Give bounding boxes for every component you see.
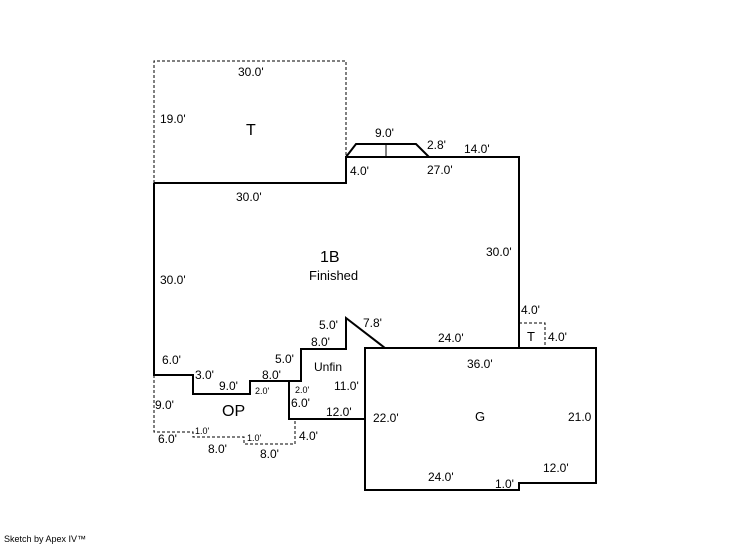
dim: 6.0' <box>162 353 181 367</box>
dim: 6.0' <box>291 396 310 410</box>
footer-credit: Sketch by Apex IV™ <box>4 534 87 544</box>
dim: 12.0' <box>326 405 352 419</box>
dim: 2.8' <box>427 138 446 152</box>
dim: 5.0' <box>319 318 338 332</box>
area-label-1b: 1B <box>320 249 340 266</box>
dim: 1.0' <box>495 477 514 491</box>
dim: 4.0' <box>299 429 318 443</box>
dim: 24.0' <box>438 331 464 345</box>
dim: 4.0' <box>548 330 567 344</box>
t-top-outline <box>153 60 347 183</box>
dim: 3.0' <box>195 368 214 382</box>
dim-small: 1.0' <box>247 433 262 443</box>
dim: 8.0' <box>208 442 227 456</box>
dim: 30.0' <box>160 273 186 287</box>
dim: 9.0' <box>219 379 238 393</box>
dim: 27.0' <box>427 163 453 177</box>
dim: 22.0' <box>373 411 399 425</box>
dim: 30.0' <box>236 190 262 204</box>
dim: 30.0' <box>486 245 512 259</box>
dim: 19.0' <box>160 112 186 126</box>
dim: 11.0' <box>334 379 359 393</box>
dim: 4.0' <box>521 303 540 317</box>
dim: 6.0' <box>158 432 177 446</box>
dim: 7.8' <box>363 316 382 330</box>
dim: 8.0' <box>311 335 330 349</box>
dim: 9.0' <box>155 398 174 412</box>
t-small-outline <box>519 322 546 348</box>
area-label-t-top: T <box>246 122 256 139</box>
dim: 14.0' <box>464 142 490 156</box>
dim-small: 2.0' <box>295 385 310 395</box>
area-label-garage: G <box>475 409 485 424</box>
op-outline <box>153 375 296 445</box>
dim-small: 2.0' <box>255 386 270 396</box>
dim: 4.0' <box>350 164 369 178</box>
garage-outline <box>364 347 597 491</box>
dim: 5.0' <box>275 352 294 366</box>
bay-outline <box>345 143 430 158</box>
dim: 8.0' <box>260 447 279 461</box>
dim: 8.0' <box>262 368 281 382</box>
dim: 21.0 <box>568 410 592 424</box>
dim-small: 1.0' <box>195 426 210 436</box>
area-label-op: OP <box>222 403 245 420</box>
dim: 36.0' <box>467 357 493 371</box>
area-label-t-small: T <box>527 329 535 344</box>
dim: 30.0' <box>238 65 264 79</box>
area-label-unfin: Unfin <box>314 360 342 374</box>
dim: 9.0' <box>375 126 394 140</box>
dim: 24.0' <box>428 470 454 484</box>
area-label-finished: Finished <box>309 268 358 283</box>
dim: 12.0' <box>543 461 569 475</box>
